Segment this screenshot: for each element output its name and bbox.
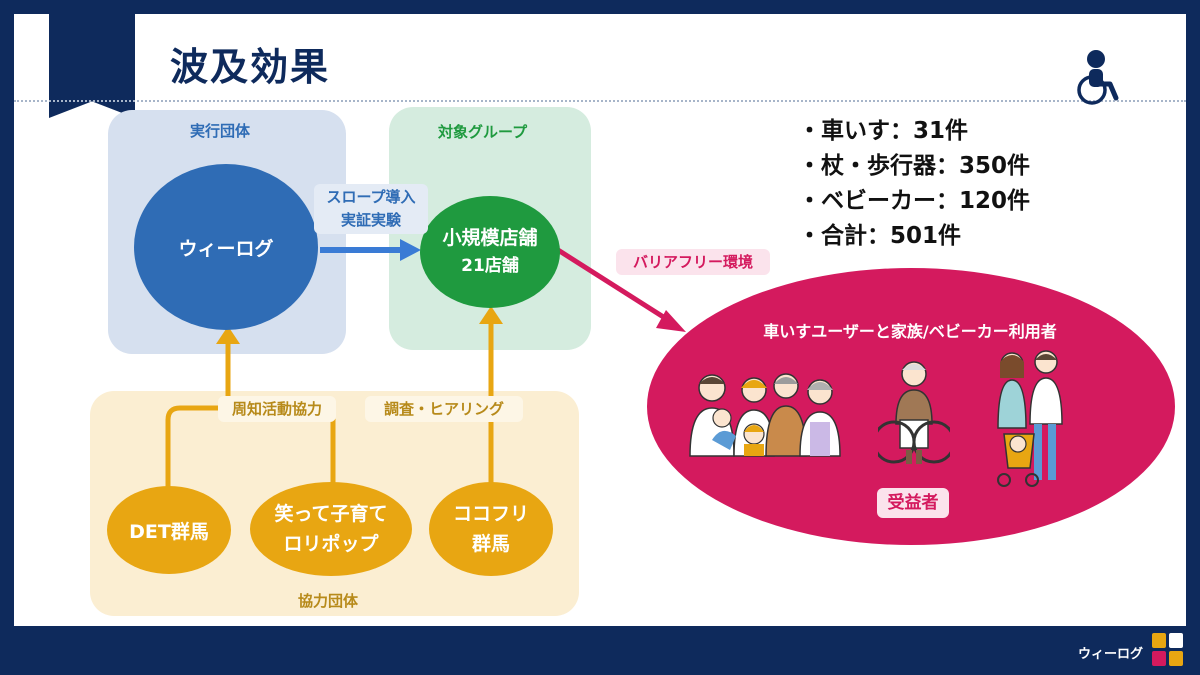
- slope-arrowhead: [400, 239, 421, 261]
- target-panel-label: 対象グループ: [438, 123, 528, 141]
- publicity-label: 周知活動協力: [218, 396, 336, 422]
- wheelchair-icon: [1077, 50, 1119, 105]
- slope-label-line2: 実証実験: [340, 211, 401, 229]
- lollipop-node-label-1: 笑って子育て: [274, 503, 388, 525]
- barrier-free-connector: [556, 247, 678, 328]
- beneficiaries-heading: 車いすユーザーと家族/ベビーカー利用者: [763, 322, 1057, 341]
- barrier-free-label: バリアフリー環境: [616, 249, 770, 275]
- stores-node-label-2: 21店舗: [461, 256, 519, 276]
- slope-label: スロープ導入 実証実験: [314, 184, 428, 234]
- wiilog-node-label: ウィーログ: [178, 237, 274, 260]
- wiilog-logo: [1152, 633, 1184, 667]
- stores-node: 小規模店舗 21店舗: [420, 196, 560, 308]
- beneficiaries-badge: 受益者: [877, 488, 949, 518]
- det-node-label: DET群馬: [129, 520, 209, 543]
- footer-brand: ウィーログ: [1078, 647, 1144, 662]
- elderly-wheelchair-illustration: [878, 361, 950, 464]
- stat-item: ・車いす：31件: [798, 118, 969, 144]
- survey-label: 調査・ヒアリング: [365, 396, 523, 422]
- cocofuri-node-label-1: ココフリ: [452, 503, 529, 525]
- title-divider: [14, 100, 1186, 102]
- cocofuri-node-label-2: 群馬: [471, 533, 510, 555]
- stat-item: ・合計：501件: [798, 223, 962, 249]
- slope-label-line1: スロープ導入: [326, 188, 416, 206]
- wiilog-node: ウィーログ: [134, 164, 318, 330]
- stats-list: ・車いす：31件 ・杖・歩行器：350件 ・ベビーカー：120件 ・合計：501…: [798, 114, 1030, 254]
- stores-node-label-1: 小規模店舗: [442, 227, 538, 249]
- barrier-free-arrowhead: [656, 310, 686, 332]
- publicity-arrowhead: [216, 326, 240, 344]
- det-node: DET群馬: [107, 486, 231, 574]
- lollipop-node: 笑って子育て ロリポップ: [250, 482, 412, 576]
- executor-panel-label: 実行団体: [190, 122, 251, 140]
- survey-arrowhead: [479, 306, 503, 324]
- partners-panel-label: 協力団体: [298, 592, 359, 610]
- page-title: 波及効果: [170, 45, 331, 89]
- stat-item: ・杖・歩行器：350件: [798, 153, 1031, 179]
- cocofuri-node: ココフリ 群馬: [429, 482, 553, 576]
- stroller-family-illustration: [997, 350, 1063, 487]
- family-illustration: [689, 373, 841, 457]
- stat-item: ・ベビーカー：120件: [798, 188, 1031, 214]
- lollipop-node-label-2: ロリポップ: [283, 533, 379, 555]
